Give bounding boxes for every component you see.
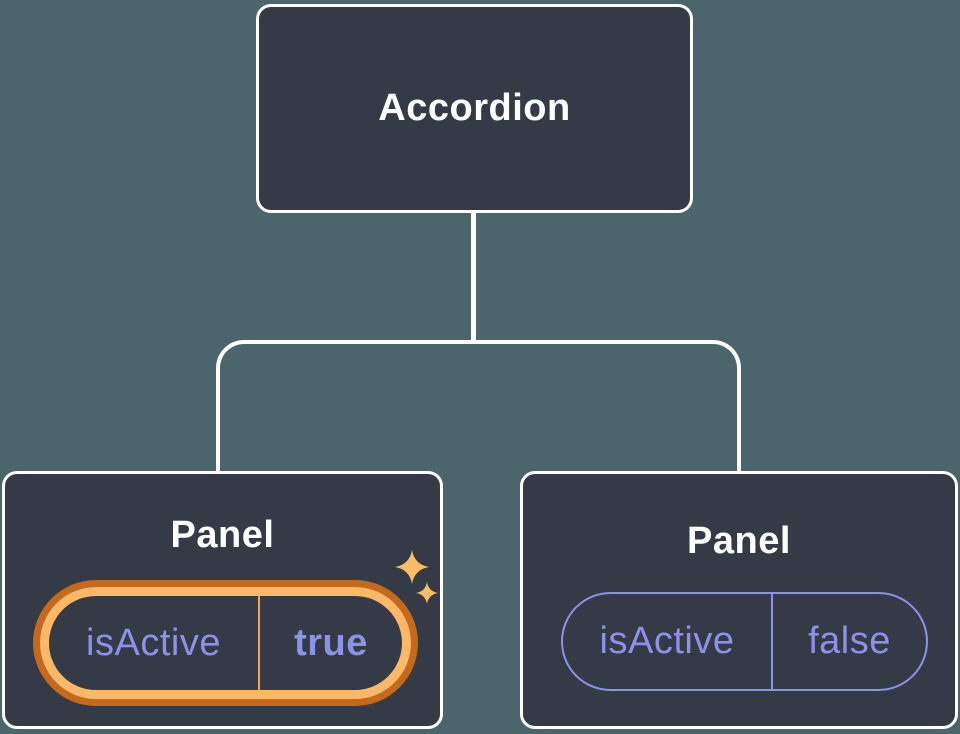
prop-value-text: false [808,620,891,662]
connector-root-stem [471,211,476,344]
prop-name-text: isActive [86,621,221,664]
state-pill-value-cell: true [260,596,402,690]
accordion-label: Accordion [378,87,571,129]
prop-value-text: true [294,621,368,664]
sparkle-icon [395,550,438,604]
state-pill-name-cell: isActive [49,596,260,690]
state-pill-inactive: isActive false [561,592,928,691]
prop-name-text: isActive [599,620,735,662]
panel-node-active: Panel isActive true [2,471,443,729]
state-pill-active: isActive true [40,587,411,699]
panel-label: Panel [687,520,791,562]
panel-label: Panel [170,514,275,556]
panel-node-inactive: Panel isActive false [520,471,958,729]
state-pill-value-cell: false [773,594,926,689]
state-pill-name-cell: isActive [563,594,773,689]
accordion-node: Accordion [256,4,693,213]
connector-branch-bracket [216,340,741,472]
